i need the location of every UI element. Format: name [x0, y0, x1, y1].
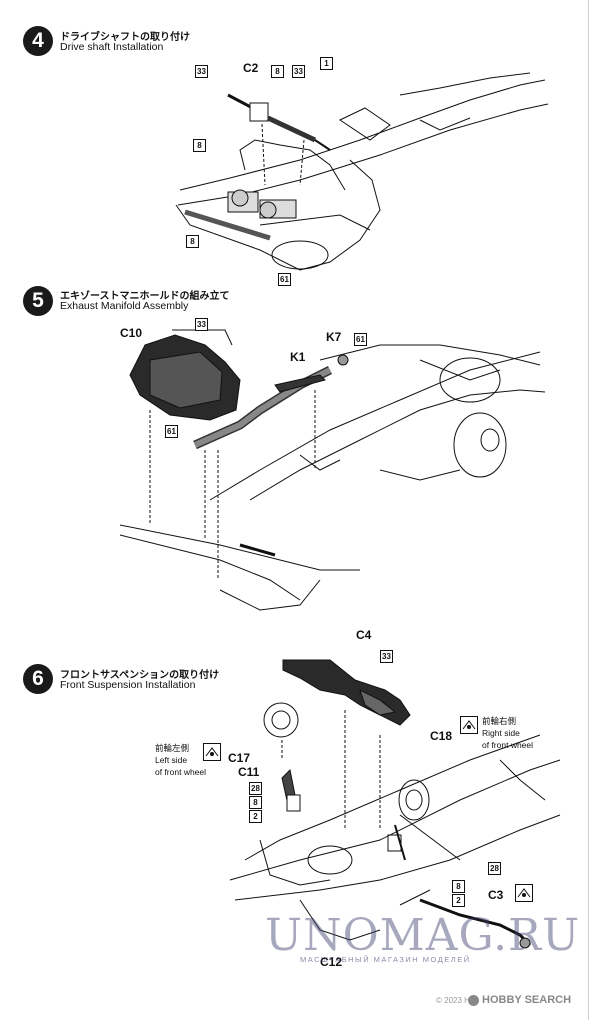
step-5-title-en: Exhaust Manifold Assembly	[60, 300, 189, 312]
step-5-number: 5	[23, 286, 53, 316]
hobby-search-logo-icon	[468, 994, 479, 1006]
part-label-c12: C12	[320, 955, 343, 969]
part-tag: 28	[488, 862, 501, 875]
part-tag: 8	[249, 796, 262, 809]
part-label-k1: K1	[290, 350, 306, 364]
right-wheel-note-en1: Right side	[482, 728, 520, 738]
right-wheel-icon	[460, 716, 478, 734]
c3-side-icon	[515, 884, 533, 902]
step-6-title-jp: フロントサスペンションの取り付け	[60, 670, 220, 681]
step-4-title-jp: ドライブシャフトの取り付け	[60, 32, 190, 43]
part-tag: 2	[249, 810, 262, 823]
part-label-c17: C17	[228, 751, 251, 765]
left-wheel-note-en1: Left side	[155, 755, 188, 765]
step-5-title-jp: エキゾーストマニホールドの組み立て	[60, 291, 230, 302]
part-label-c18: C18	[430, 729, 453, 743]
part-label-c4: C4	[356, 628, 372, 642]
part-label-c3: C3	[488, 888, 504, 902]
part-tag: 8	[186, 235, 199, 248]
part-tag: 33	[195, 318, 208, 331]
part-tag: 1	[320, 57, 333, 70]
step6-chassis-drawing	[229, 659, 561, 949]
hobby-search-text: HOBBY SEARCH	[482, 994, 572, 1006]
step-4-number: 4	[23, 26, 53, 56]
step5-chassis-drawing	[119, 329, 546, 611]
right-wheel-note-en2: of front wheel	[482, 740, 534, 750]
copyright-text: © 2023 HLJ	[436, 996, 479, 1005]
part-label-c2: C2	[243, 61, 259, 75]
part-tag: 33	[380, 650, 393, 663]
watermark: UNOMAG.RU	[265, 910, 581, 961]
part-tag: 28	[249, 782, 262, 795]
left-wheel-note-en2: of front wheel	[155, 767, 207, 777]
page-edge-line	[588, 0, 589, 1020]
part-tag: 2	[452, 894, 465, 907]
part-tag: 61	[278, 273, 291, 286]
left-wheel-note-jp: 前輪左側	[155, 743, 190, 753]
step-4-title-en: Drive shaft Installation	[60, 41, 164, 53]
part-tag: 61	[165, 425, 178, 438]
part-tag: 61	[354, 333, 367, 346]
part-tag: 33	[292, 65, 305, 78]
step-6-number: 6	[23, 664, 53, 694]
part-tag: 8	[271, 65, 284, 78]
right-wheel-note-jp: 前輪右側	[482, 716, 517, 726]
watermark-subtitle: МАСШТАБНЫЙ МАГАЗИН МОДЕЛЕЙ	[300, 955, 471, 964]
part-tag: 8	[193, 139, 206, 152]
part-label-c10: C10	[120, 326, 143, 340]
step4-chassis-drawing	[175, 72, 549, 271]
step-6-title-en: Front Suspension Installation	[60, 679, 196, 691]
part-tag: 8	[452, 880, 465, 893]
part-label-k7: K7	[326, 330, 342, 344]
left-wheel-icon	[203, 743, 221, 761]
part-label-c11: C11	[238, 765, 260, 779]
part-tag: 33	[195, 65, 208, 78]
hobby-search-logo: HOBBY SEARCH	[468, 994, 571, 1006]
